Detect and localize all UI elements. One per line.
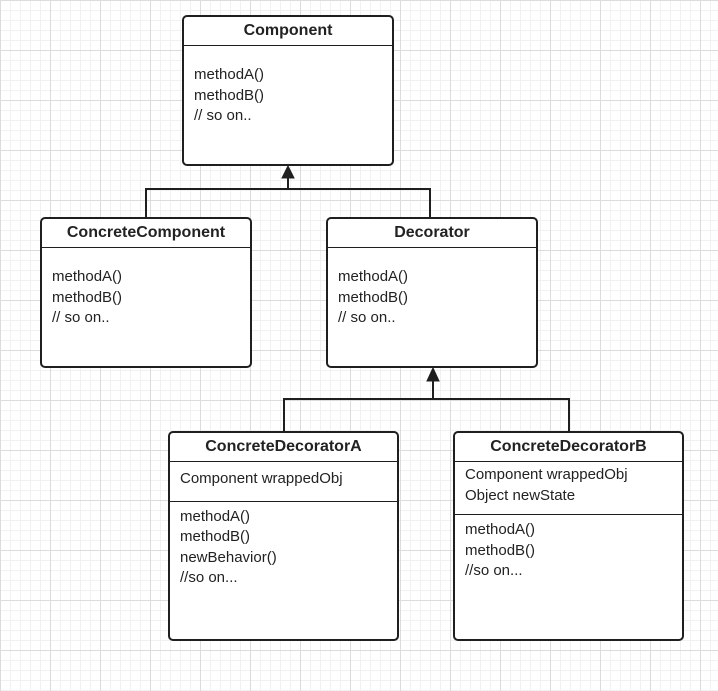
method-label: methodB() <box>338 288 409 306</box>
inheritance-connector-concrete-decorator-b <box>433 398 570 431</box>
attribute-label: Component wrappedObj <box>465 466 628 483</box>
class-component-methods: methodA() methodB() // so on.. <box>184 46 392 164</box>
method-label: methodA() <box>194 66 265 83</box>
class-concrete-decorator-b-attributes: Component wrappedObj Object newState <box>455 462 682 515</box>
inheritance-connector-decorator <box>288 188 431 217</box>
method-label: // so on.. <box>338 309 396 326</box>
class-component[interactable]: Component methodA() methodB() // so on.. <box>182 15 394 166</box>
class-concrete-component[interactable]: ConcreteComponent methodA() methodB() //… <box>40 217 252 368</box>
inheritance-connector-concrete-component <box>145 176 289 217</box>
class-decorator-methods: methodA() methodB() // so on.. <box>328 248 536 366</box>
class-concrete-decorator-a[interactable]: ConcreteDecoratorA Component wrappedObj … <box>168 431 399 641</box>
method-label: methodA() <box>338 268 409 285</box>
inheritance-arrowhead-component <box>281 164 295 179</box>
class-component-title: Component <box>184 17 392 46</box>
class-concrete-decorator-a-attributes: Component wrappedObj <box>170 462 397 502</box>
method-label: //so on... <box>180 569 238 586</box>
method-label: methodB() <box>465 541 536 559</box>
method-label: //so on... <box>465 562 523 579</box>
class-concrete-decorator-b[interactable]: ConcreteDecoratorB Component wrappedObj … <box>453 431 684 641</box>
class-concrete-decorator-b-title: ConcreteDecoratorB <box>455 433 682 462</box>
method-label: methodA() <box>465 521 536 538</box>
class-concrete-decorator-a-title: ConcreteDecoratorA <box>170 433 397 462</box>
attribute-label: Component wrappedObj <box>180 470 343 487</box>
class-concrete-decorator-b-methods: methodA() methodB() //so on... <box>455 515 682 639</box>
method-label: // so on.. <box>194 107 252 124</box>
method-label: // so on.. <box>52 309 110 326</box>
class-concrete-component-methods: methodA() methodB() // so on.. <box>42 248 250 366</box>
method-label: methodB() <box>52 288 123 306</box>
method-label: methodB() <box>180 528 251 545</box>
method-label: methodA() <box>52 268 123 285</box>
inheritance-connector-concrete-decorator-a <box>283 379 434 431</box>
inheritance-arrowhead-decorator <box>426 366 440 382</box>
method-label: newBehavior() <box>180 548 277 566</box>
attribute-label: Object newState <box>465 486 576 504</box>
class-concrete-component-title: ConcreteComponent <box>42 219 250 248</box>
method-label: methodB() <box>194 86 265 104</box>
class-decorator-title: Decorator <box>328 219 536 248</box>
method-label: methodA() <box>180 507 251 525</box>
class-concrete-decorator-a-methods: methodA() methodB() newBehavior() //so o… <box>170 502 397 640</box>
class-decorator[interactable]: Decorator methodA() methodB() // so on.. <box>326 217 538 368</box>
